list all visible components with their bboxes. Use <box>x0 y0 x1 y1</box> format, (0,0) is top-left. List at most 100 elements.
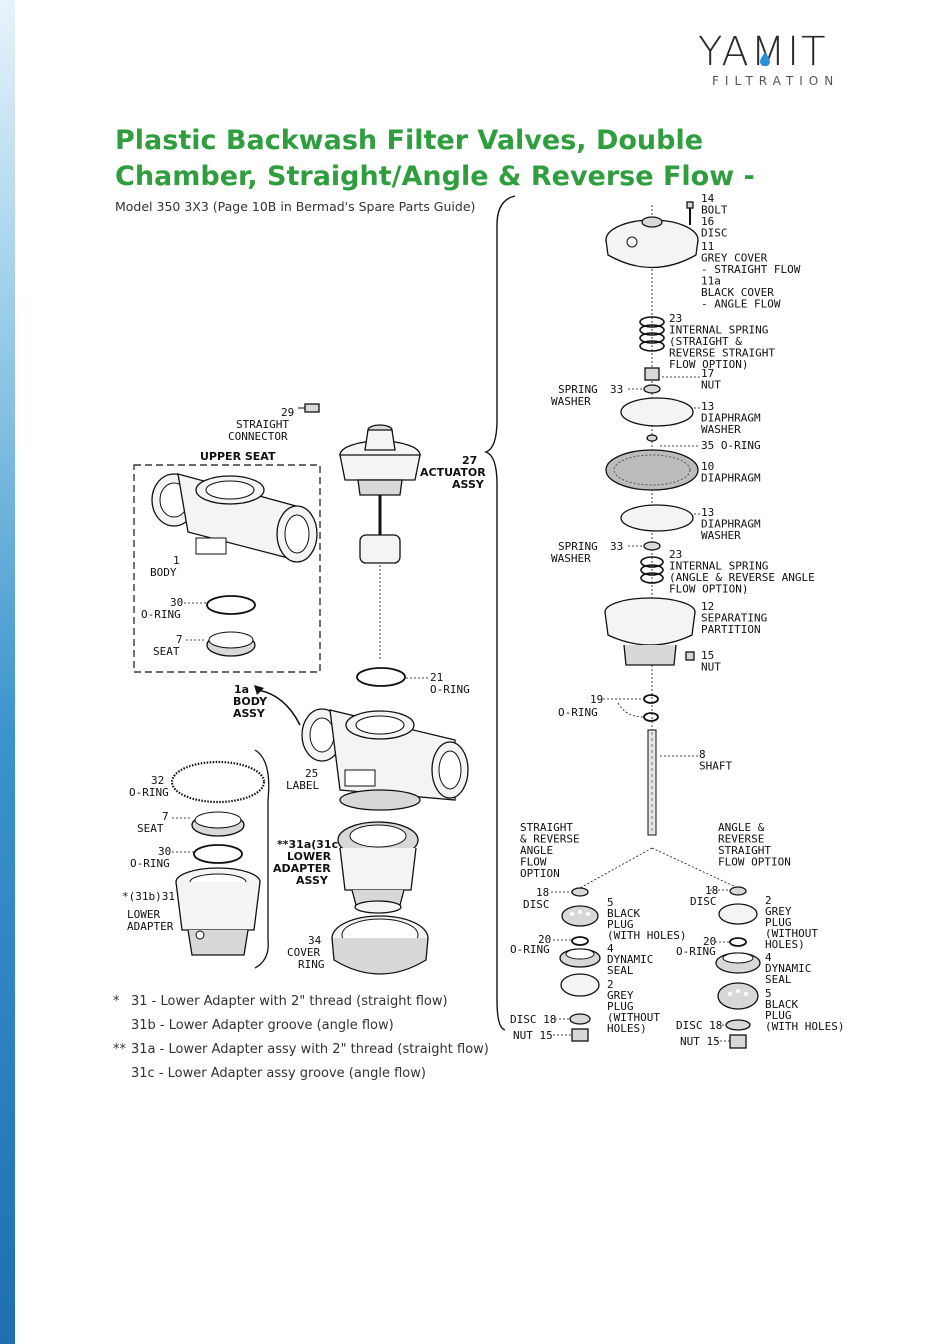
angle-seal-line-1: DYNAMIC <box>765 962 811 975</box>
bolt-part <box>686 201 694 225</box>
page-title: Plastic Backwash Filter Valves, Double C… <box>115 125 755 192</box>
right-label-bolt-line-0: 14 <box>701 192 715 205</box>
straight-plug5-line-0: 5 <box>607 896 614 909</box>
straight-seal-line-0: 4 <box>607 942 614 955</box>
seat-7a-num: 7 <box>176 633 183 646</box>
angle-seal-line-0: 4 <box>765 951 772 964</box>
straight-option-line-3: FLOW <box>520 856 547 869</box>
grey-cover-part <box>605 216 699 269</box>
lower-adapter-num: *(31b)31 <box>122 890 175 903</box>
body-assy-name2: ASSY <box>233 707 266 720</box>
body-assy-num: 1a <box>234 683 249 696</box>
side-color-bar <box>0 0 15 1344</box>
straight-plug2-line-0: 2 <box>607 978 614 991</box>
cover-ring-name: COVER <box>287 946 320 959</box>
straight-plug5-line-1: BLACK <box>607 907 640 920</box>
right-label-washer13b-line-0: 13 <box>701 506 714 519</box>
angle-seal-line-2: SEAL <box>765 973 792 986</box>
right-label-shaft-line-1: SHAFT <box>699 760 732 773</box>
seat-7b-name: SEAT <box>137 822 164 835</box>
footnote-1: *31 - Lower Adapter with 2" thread (stra… <box>113 994 448 1009</box>
o-ring-21-name: O-RING <box>430 683 470 696</box>
nut-17-part <box>644 367 660 381</box>
straight-plug2-line-4: HOLES) <box>607 1022 647 1035</box>
o-ring-30-upper <box>206 595 256 615</box>
right-label-partition-line-0: 12 <box>701 600 714 613</box>
o-ring-30b-num: 30 <box>158 845 171 858</box>
o-ring-30a-num: 30 <box>170 596 183 609</box>
lower-adapter-bracket <box>254 749 270 969</box>
o-ring-19b <box>643 712 659 722</box>
straight-plug2-line-3: (WITHOUT <box>607 1011 660 1024</box>
spring-washer-upper <box>643 384 661 394</box>
angle-disc-bottom: DISC 18 <box>676 1019 722 1032</box>
straight-plug-stack <box>559 887 601 1042</box>
lower-adapter-assy-num: **31a(31c) <box>277 838 343 851</box>
right-label-grey_cover-line-0: 11 <box>701 240 714 253</box>
angle-disc-name: DISC <box>690 895 717 908</box>
angle-nut-bottom: NUT 15 <box>680 1035 720 1048</box>
right-label-spring23b-line-1: INTERNAL SPRING <box>669 560 768 573</box>
o-ring-32 <box>170 760 266 804</box>
lower-adapter-assy-name: LOWER <box>287 850 332 863</box>
actuator-num: 27 <box>462 454 477 467</box>
straight-disc-num: 18 <box>536 886 549 899</box>
body-assy-name: BODY <box>233 695 268 708</box>
right-label-shaft-line-0: 8 <box>699 748 706 761</box>
cover-ring-num: 34 <box>308 934 322 947</box>
angle-plug-stack <box>715 886 761 1049</box>
angle-option-line-3: FLOW OPTION <box>718 856 791 869</box>
right-label-spring23a-line-4: FLOW OPTION) <box>669 358 748 371</box>
straight-option-line-2: ANGLE <box>520 844 553 857</box>
angle-oring-name: O-RING <box>676 945 716 958</box>
angle-plug5-line-1: BLACK <box>765 998 798 1011</box>
lower-adapter-name: LOWER <box>127 908 160 921</box>
arrow-head-icon <box>254 685 264 695</box>
right-label-washer13b-line-2: WASHER <box>701 529 741 542</box>
straight-connector-name2: CONNECTOR <box>228 430 288 443</box>
straight-connector-part <box>298 403 320 413</box>
body-name: BODY <box>150 566 177 579</box>
right-label-diaphragm-line-1: DIAPHRAGM <box>701 472 761 485</box>
angle-plug2-line-4: HOLES) <box>765 938 805 951</box>
straight-connector-name: STRAIGHT <box>236 418 289 431</box>
spring-washer-name2-b: WASHER <box>551 552 591 565</box>
body-assy-arrow <box>257 689 301 726</box>
straight-option-line-1: & REVERSE <box>520 833 580 846</box>
right-label-partition-line-1: SEPARATING <box>701 612 767 625</box>
lower-adapter-assy-part <box>337 821 419 914</box>
right-label-diaphragm-line-0: 10 <box>701 460 714 473</box>
straight-seal-line-1: DYNAMIC <box>607 953 653 966</box>
body-num: 1 <box>173 554 180 567</box>
straight-plug5-line-3: (WITH HOLES) <box>607 929 686 942</box>
actuator-name2: ASSY <box>452 478 485 491</box>
straight-oring-num: 20 <box>538 933 551 946</box>
spring-washer-num-b: 33 <box>610 540 623 553</box>
label-25-num: 25 <box>305 767 318 780</box>
footnote-2: 31b - Lower Adapter groove (angle flow) <box>131 1018 394 1033</box>
right-label-bolt-line-1: BOLT <box>701 204 728 217</box>
o-ring-35-part <box>646 434 658 442</box>
diaphragm-washer-upper <box>620 397 694 427</box>
straight-option-line-4: OPTION <box>520 867 560 880</box>
logo-word: YAMIT <box>698 29 828 75</box>
angle-plug2-line-0: 2 <box>765 894 772 907</box>
angle-plug5-line-2: PLUG <box>765 1009 792 1022</box>
right-label-partition-line-2: PARTITION <box>701 623 761 636</box>
o-ring-32-num: 32 <box>151 774 164 787</box>
lower-adapter-part <box>175 867 261 956</box>
water-drop-icon <box>760 52 770 66</box>
actuator-assy-part <box>339 424 421 564</box>
angle-side-labels: 2GREYPLUG(WITHOUTHOLES)4DYNAMICSEAL5BLAC… <box>765 894 844 1033</box>
page-subtitle: Model 350 3X3 (Page 10B in Bermad's Spar… <box>115 199 476 214</box>
angle-plug5-line-3: (WITH HOLES) <box>765 1020 844 1033</box>
o-ring-30-lower <box>193 844 243 864</box>
cover-ring-name2: RING <box>298 958 325 971</box>
upper-seat-title: UPPER SEAT <box>200 450 276 463</box>
seat-7-lower <box>191 811 245 837</box>
body-assy-part <box>301 708 469 811</box>
right-label-washer13a-line-2: WASHER <box>701 423 741 436</box>
straight-connector-num: 29 <box>281 406 294 419</box>
lower-adapter-assy-name3: ASSY <box>296 874 329 887</box>
